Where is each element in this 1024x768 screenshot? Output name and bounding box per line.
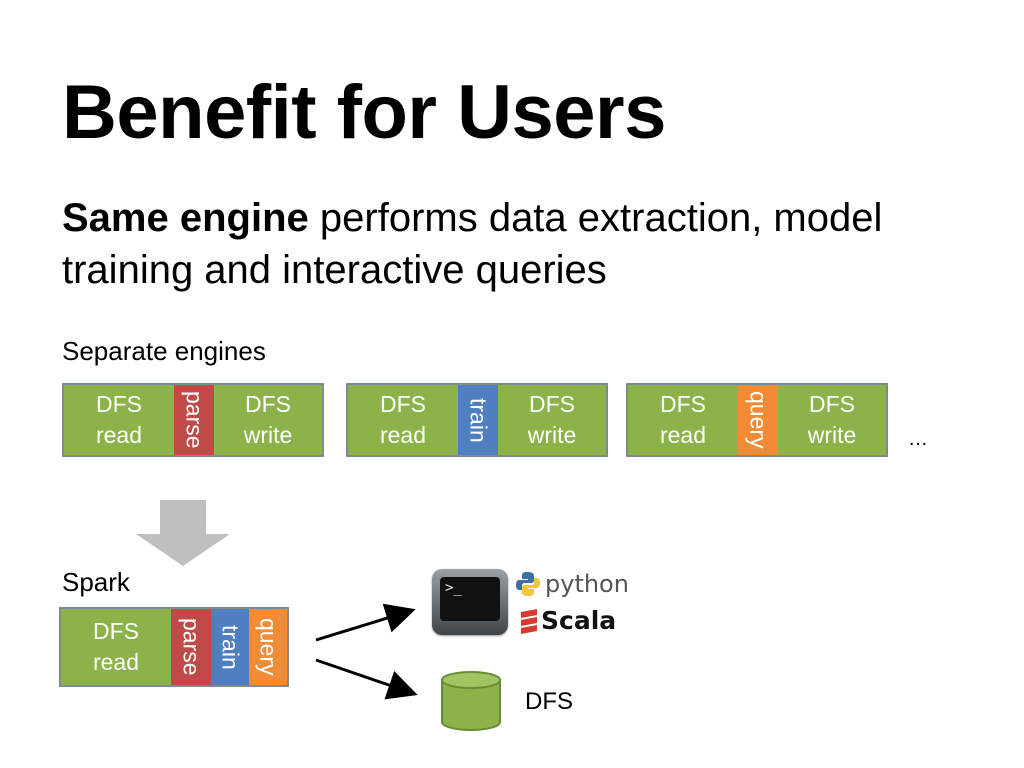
query-label: query bbox=[745, 391, 772, 449]
terminal-icon: >_ bbox=[432, 569, 508, 635]
python-logo: python bbox=[515, 570, 629, 598]
scala-icon bbox=[521, 608, 537, 634]
spark-label: Spark bbox=[62, 567, 130, 597]
train-block: train bbox=[211, 609, 249, 685]
output-arrows bbox=[315, 603, 418, 700]
terminal-prompt: >_ bbox=[440, 577, 500, 621]
python-label: python bbox=[545, 570, 629, 598]
train-block: train bbox=[458, 385, 498, 455]
parse-block: parse bbox=[174, 385, 214, 455]
subtitle-emphasis: Same engine bbox=[62, 196, 309, 240]
slide-subtitle: Same engine performs data extraction, mo… bbox=[62, 192, 962, 296]
arrow-to-dfs bbox=[315, 658, 418, 700]
train-label: train bbox=[217, 624, 244, 670]
more-ellipsis: … bbox=[908, 428, 928, 450]
query-block: query bbox=[738, 385, 778, 455]
parse-label: parse bbox=[181, 391, 208, 449]
separate-engines-label: Separate engines bbox=[62, 336, 266, 366]
scala-label: Scala bbox=[541, 606, 617, 635]
parse-block: parse bbox=[171, 609, 211, 685]
down-arrow-icon bbox=[136, 500, 230, 566]
parse-label: parse bbox=[178, 618, 205, 676]
dfs-label: DFS bbox=[525, 688, 573, 715]
dfs-storage-icon bbox=[441, 671, 501, 731]
arrow-to-interactive bbox=[315, 603, 416, 642]
query-block: query bbox=[249, 609, 287, 685]
query-label: query bbox=[255, 618, 282, 676]
subtitle-text: performs data extraction, model training… bbox=[62, 196, 883, 292]
python-icon bbox=[516, 572, 540, 596]
train-label: train bbox=[465, 397, 492, 443]
slide-title: Benefit for Users bbox=[62, 70, 666, 155]
scala-logo: Scala bbox=[519, 606, 616, 635]
